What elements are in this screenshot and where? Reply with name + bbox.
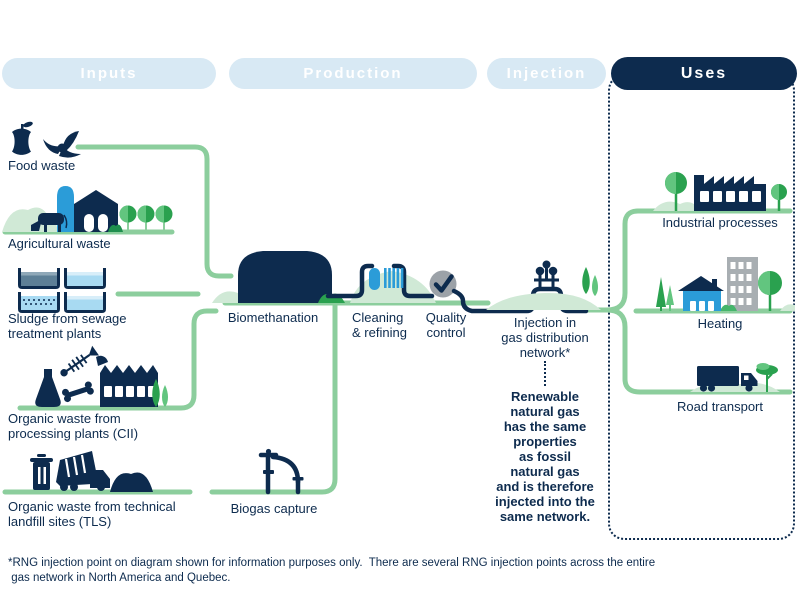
quality-control-icon bbox=[429, 270, 589, 314]
valve-icon bbox=[534, 260, 559, 289]
fish-skeleton-icon bbox=[60, 345, 100, 377]
tab-inputs: Inputs bbox=[2, 58, 216, 89]
cii-label: Organic waste from processing plants (CI… bbox=[8, 411, 139, 441]
bone-icon bbox=[62, 381, 94, 403]
tab-injection: Injection bbox=[487, 58, 606, 89]
tab-injection-label: Injection bbox=[506, 65, 587, 82]
sludge-label: Sludge from sewage treatment plants bbox=[8, 311, 127, 341]
sludge-basins-icon bbox=[18, 268, 106, 313]
heating-label: Heating bbox=[697, 316, 743, 331]
biogas-capture-label: Biogas capture bbox=[230, 501, 318, 516]
tab-production-label: Production bbox=[303, 65, 403, 82]
injection-note: Renewable natural gas has the same prope… bbox=[495, 389, 595, 524]
organic-waste-cii-icon bbox=[35, 345, 168, 407]
injection-label: Injection in gas distribution network* bbox=[501, 315, 589, 360]
quality-control-label: Quality control bbox=[425, 310, 467, 340]
injection-icon bbox=[486, 260, 601, 310]
organic-waste-tls-icon bbox=[30, 451, 153, 492]
agricultural-waste-label: Agricultural waste bbox=[8, 236, 111, 251]
footnote: *RNG injection point on diagram shown fo… bbox=[8, 557, 656, 584]
injection-note-connector bbox=[544, 361, 546, 386]
cleaning-refining-label: Cleaning & refining bbox=[352, 310, 407, 340]
dump-truck-icon bbox=[56, 451, 110, 491]
biomethanation-icon bbox=[212, 251, 345, 303]
tab-inputs-label: Inputs bbox=[80, 65, 138, 82]
food-waste-label: Food waste bbox=[8, 158, 76, 173]
biogas-capture-icon bbox=[258, 448, 304, 495]
industrial-processes-label: Industrial processes bbox=[662, 215, 778, 230]
cleaning-refining-icon bbox=[325, 263, 436, 303]
food-waste-icon bbox=[12, 121, 81, 158]
agricultural-waste-icon bbox=[2, 186, 173, 232]
tab-production: Production bbox=[229, 58, 477, 89]
uses-panel bbox=[608, 74, 795, 540]
road-transport-label: Road transport bbox=[677, 399, 763, 414]
tab-uses: Uses bbox=[611, 57, 797, 90]
tls-label: Organic waste from technical landfill si… bbox=[8, 499, 176, 529]
biomethanation-label: Biomethanation bbox=[227, 310, 319, 325]
tab-uses-label: Uses bbox=[680, 64, 728, 82]
farm-trees bbox=[119, 205, 173, 232]
